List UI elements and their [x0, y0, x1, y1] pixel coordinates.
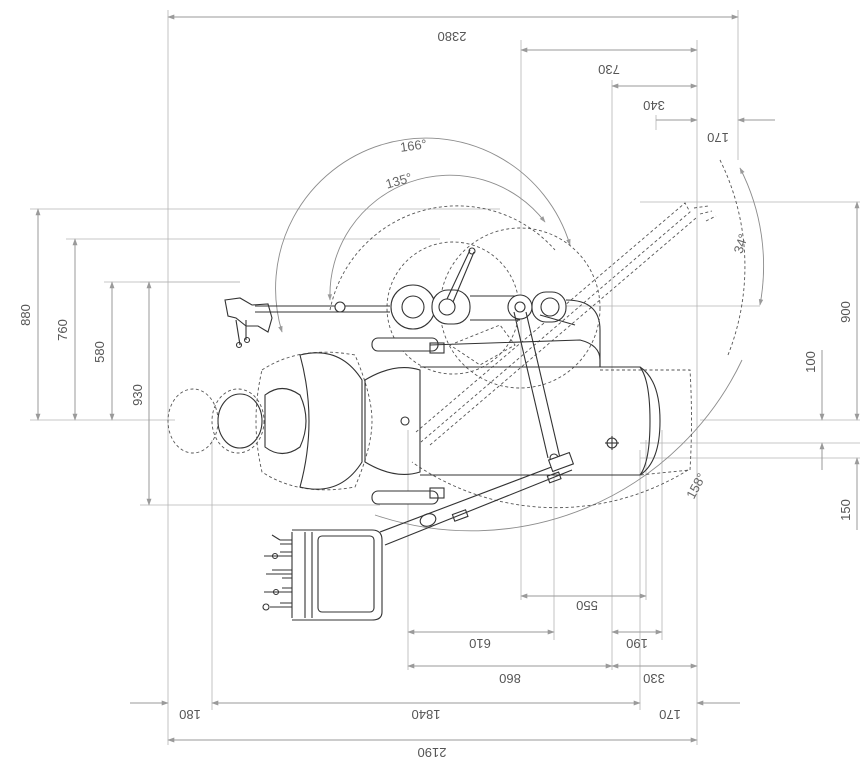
dim-left-580: 580 [92, 341, 107, 363]
rotation-arcs [275, 137, 764, 532]
dim-bottom-180: 180 [179, 707, 201, 722]
dim-bottom-610: 610 [469, 636, 491, 651]
dim-bottom-860: 860 [499, 671, 521, 686]
dim-left-880: 880 [18, 304, 33, 326]
dim-top-2380: 2380 [438, 29, 467, 44]
dim-left-760: 760 [55, 319, 70, 341]
dim-bottom-330: 330 [643, 671, 665, 686]
angle-158: 158° [683, 470, 709, 501]
angle-34: 34° [731, 232, 751, 255]
dim-right-900: 900 [838, 301, 853, 323]
dimension-labels: 2380 730 340 170 880 760 580 930 900 100… [18, 29, 853, 760]
dim-bottom-2190: 2190 [418, 745, 447, 760]
extension-lines [30, 10, 860, 745]
instrument-tray [262, 529, 383, 621]
operating-lamp [224, 247, 601, 463]
patient-chair [167, 337, 692, 505]
dim-bottom-1840: 1840 [412, 707, 441, 722]
dim-left-930: 930 [130, 384, 145, 406]
dim-bottom-190: 190 [626, 636, 648, 651]
dim-top-730: 730 [598, 62, 620, 77]
dim-top-340: 340 [643, 98, 665, 113]
dim-right-100: 100 [803, 351, 818, 373]
delivery-arm [379, 451, 575, 546]
dim-top-170: 170 [707, 130, 729, 145]
angle-135: 135° [384, 170, 414, 192]
dim-bottom-170: 170 [659, 707, 681, 722]
dim-bottom-550: 550 [576, 598, 598, 613]
dim-right-150: 150 [838, 499, 853, 521]
angle-166: 166° [399, 136, 428, 155]
dimension-lines [35, 14, 860, 743]
